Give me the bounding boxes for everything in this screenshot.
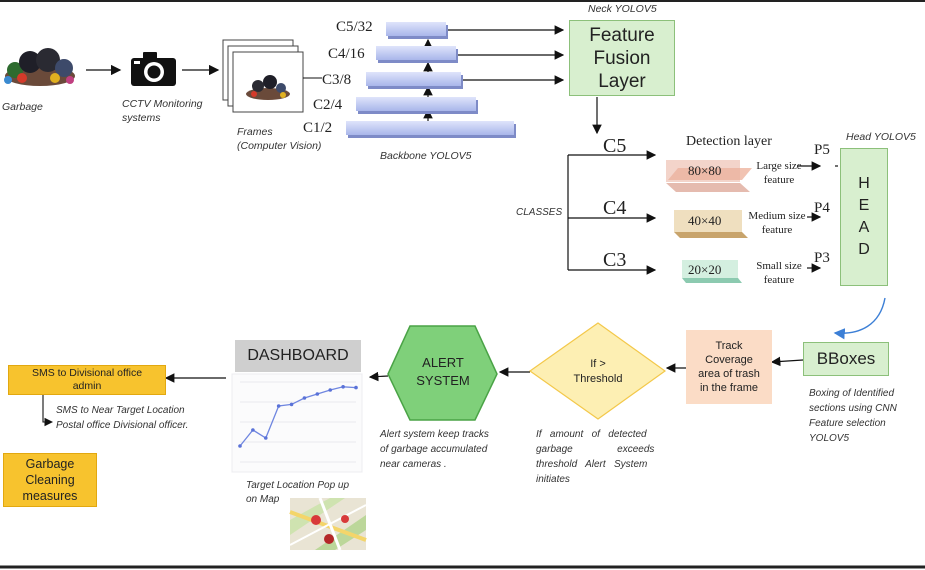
neck-label: Neck YOLOV5	[588, 3, 657, 15]
frames-label: Frames (Computer Vision)	[237, 126, 322, 152]
dashboard-point	[263, 436, 268, 440]
alert-description: Alert system keep tracks of garbage accu…	[380, 429, 489, 470]
head-title: Head YOLOV5	[846, 131, 916, 143]
medium-size-label: Medium size feature	[748, 210, 806, 236]
garbage-pile-icon	[4, 48, 75, 86]
frame-garbage-thumbnail	[246, 75, 290, 100]
small-size-label: Small size feature	[756, 260, 802, 286]
p5-label: P5	[814, 142, 830, 158]
grid-80-label: 80×80	[688, 163, 722, 178]
backbone-level-c1: C1/2	[303, 120, 333, 136]
dashboard-title: DASHBOARD	[235, 340, 361, 372]
garbage-label: Garbage	[2, 101, 43, 113]
classes-label: CLASSES	[516, 207, 563, 218]
arrow-alert-to-dashboard	[368, 371, 389, 382]
dashboard-point	[251, 428, 255, 432]
track-coverage-box: Track Coverage area of trash in the fram…	[686, 330, 772, 404]
dashboard-point	[341, 385, 345, 389]
grid-20-label: 20×20	[688, 262, 722, 277]
alert-system-label: ALERT SYSTEM	[416, 355, 470, 388]
dashboard-point	[238, 444, 242, 448]
garbage-cleaning-box: Garbage Cleaning measures	[3, 453, 97, 507]
arrow-head-to-bboxes	[833, 297, 886, 340]
backbone-label: Backbone YOLOV5	[380, 150, 472, 162]
backbone-level-c2: C2/4	[313, 97, 343, 113]
dashboard-point	[276, 404, 281, 408]
scale-c4: C4	[603, 197, 627, 219]
feature-fusion-layer: Feature Fusion Layer	[569, 20, 675, 96]
grid-40-label: 40×40	[688, 213, 722, 228]
backbone-level-c4: C4/16	[328, 46, 365, 62]
backbone-slab-c4	[376, 46, 456, 60]
grid-80x80	[666, 160, 752, 192]
dashboard-point	[354, 385, 358, 390]
large-size-label: Large size feature	[756, 160, 802, 186]
detection-layer-title: Detection layer	[686, 134, 772, 149]
location-pin-icon	[311, 515, 349, 544]
head-letter-e: E	[858, 197, 870, 214]
scale-c5: C5	[603, 135, 627, 157]
backbone-slab-c3	[366, 72, 461, 86]
sms-note: SMS to Near Target Location Postal offic…	[56, 405, 189, 431]
backbone-slab-c2	[356, 97, 476, 111]
scale-c3: C3	[603, 249, 627, 271]
grid-40x40	[674, 210, 748, 238]
sms-admin-box: SMS to Divisional office admin	[8, 365, 166, 395]
dashboard-point	[328, 388, 333, 392]
bboxes-description: Boxing of Identified sections using CNN …	[809, 388, 897, 444]
arrow-bboxes-to-track	[770, 356, 804, 367]
p3-label: P3	[814, 250, 830, 266]
dashboard-point	[289, 402, 294, 407]
dashboard-point	[315, 392, 320, 396]
threshold-diamond	[528, 322, 667, 420]
p4-label: P4	[814, 200, 830, 216]
bboxes-box: BBoxes	[803, 342, 889, 376]
dashboard-series-line	[239, 386, 357, 447]
head-letter-h: H	[858, 175, 870, 192]
backbone-slab-c1	[346, 121, 514, 135]
dashboard-point	[302, 396, 307, 400]
threshold-description: If amount of detected garbage exceeds th…	[536, 429, 655, 485]
head-letter-a: A	[858, 219, 870, 236]
head-letter-d: D	[858, 241, 870, 258]
camera-icon	[131, 52, 176, 86]
threshold-label: If > Threshold	[573, 358, 623, 385]
cctv-label: CCTV Monitoring systems	[122, 98, 203, 124]
map-caption: Target Location Pop up on Map	[246, 480, 350, 505]
alert-hexagon	[387, 325, 498, 421]
backbone-level-c5: C5/32	[336, 19, 373, 35]
head-box: H E A D	[840, 148, 888, 286]
backbone-slab-c5	[386, 22, 446, 36]
dashboard-chart	[231, 373, 363, 473]
frames-stack	[222, 39, 304, 113]
arrow-sms-down	[42, 394, 54, 427]
backbone-level-c3: C3/8	[322, 72, 352, 88]
classes-bracket	[567, 150, 657, 275]
grid-20x20	[682, 260, 742, 283]
